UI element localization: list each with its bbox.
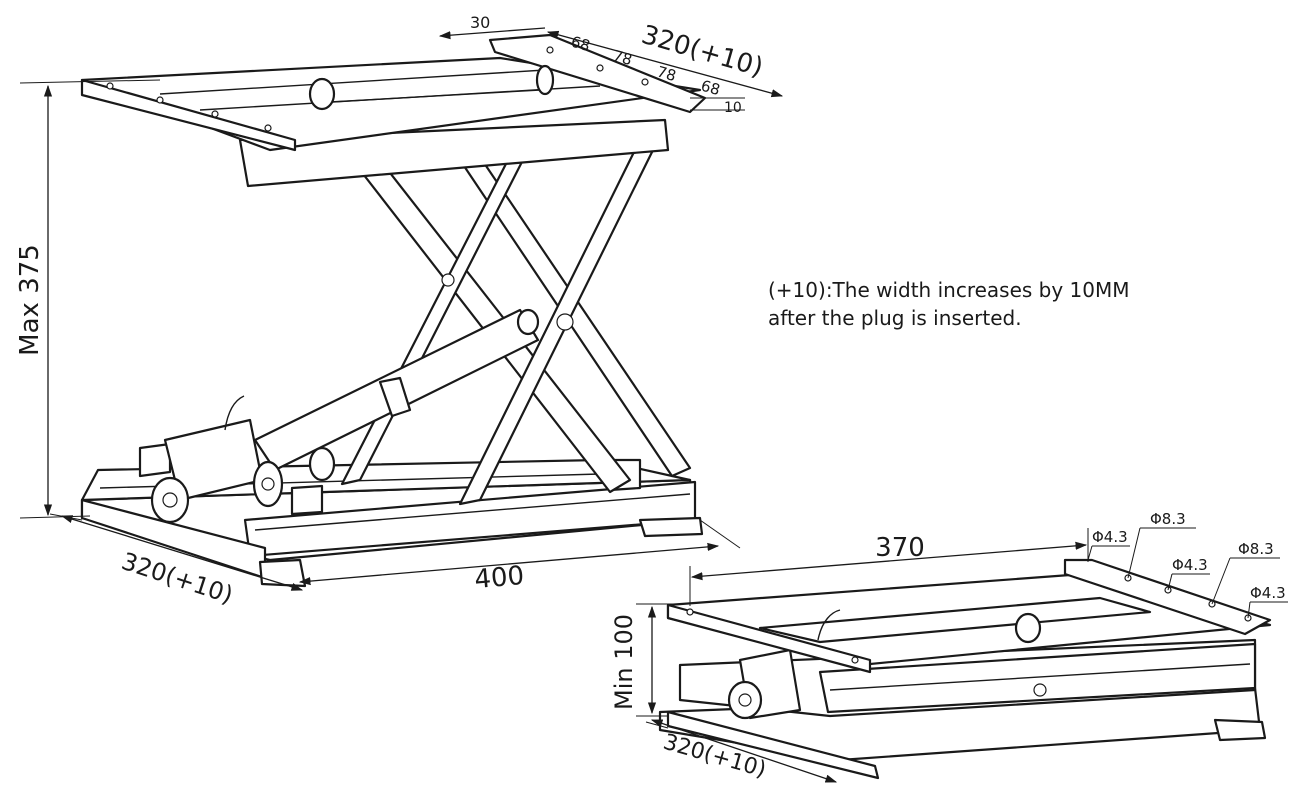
hole-spacing-2: 78 [611,47,634,70]
hole-callout-4: Φ8.3 [1238,540,1274,558]
hole-callout-1: Φ4.3 [1092,528,1128,546]
note-line-1: (+10):The width increases by 10MM [768,278,1130,302]
length-label: 400 [473,561,525,595]
hole-callout-5: Φ4.3 [1250,584,1286,602]
top-offset-label: 30 [470,13,490,32]
width-note: (+10):The width increases by 10MM after … [768,276,1130,332]
hole-spacing-1: 68 [569,33,592,56]
note-line-2: after the plug is inserted. [768,306,1022,330]
hole-callout-3: Φ4.3 [1172,556,1208,574]
hole-callout-2: Φ8.3 [1150,510,1186,528]
hole-distance-label: 370 [875,533,925,563]
hole-spacing-4: 68 [699,77,722,100]
hole-spacing-3: 78 [655,63,678,86]
min-height-label: Min 100 [610,614,638,710]
linear-actuator [150,308,540,524]
rail-thickness-label: 10 [724,100,742,116]
raised-lift-drawing: Max 375 320(+10) 400 30 320(+10) 68 78 7… [15,13,784,609]
lowered-lift-drawing: 370 Φ4.3 Φ8.3 Φ4.3 Φ8.3 Φ4.3 Min 100 320… [610,510,1288,783]
top-platform [80,33,707,188]
max-height-label: Max 375 [15,244,45,356]
